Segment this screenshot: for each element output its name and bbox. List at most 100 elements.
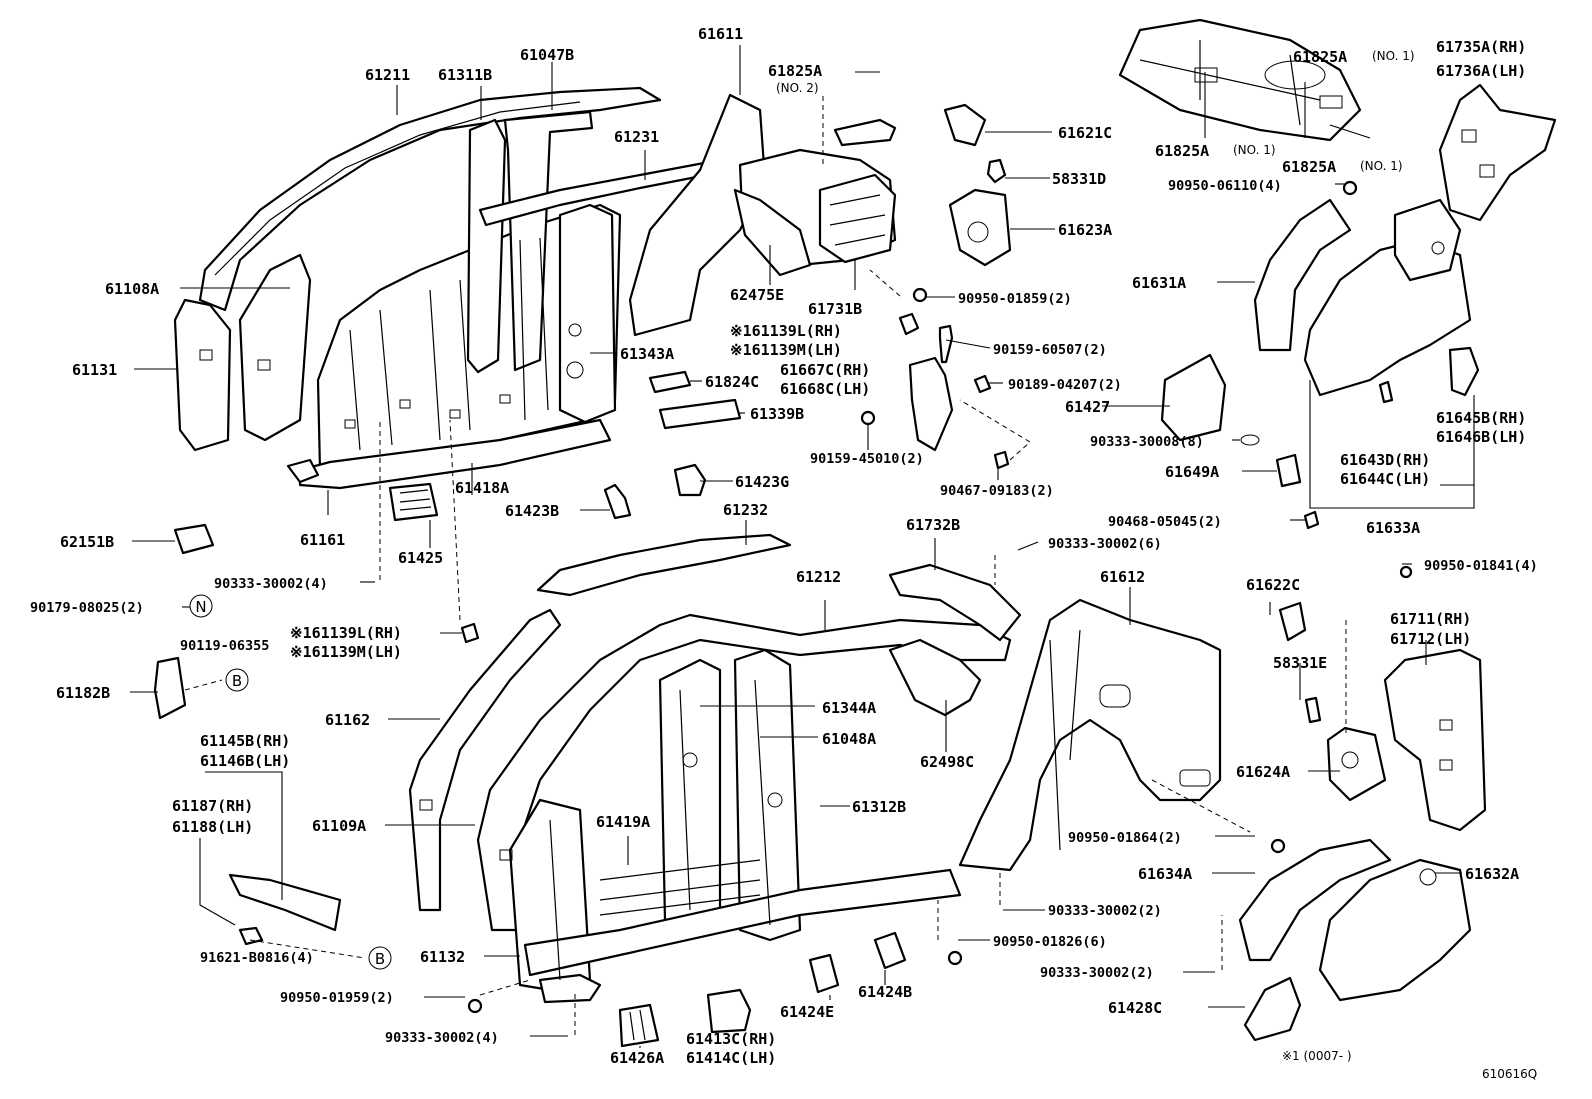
label-90333-30002-right: 90333-30002(2) [1040,965,1154,981]
label-61211: 61211 [365,66,410,84]
label-61109a: 61109A [312,817,366,835]
label-90333-30008: 90333-30008(8) [1090,434,1204,450]
label-61736a: 61736A(LH) [1436,62,1526,80]
label-61212: 61212 [796,568,841,586]
label-61423g: 61423G [735,473,789,491]
label-61667c: 61667C(RH) [780,361,870,379]
label-61825a-left-note: (NO. 1) [1233,143,1276,157]
figure-code: 610616Q [1482,1067,1537,1081]
label-61162: 61162 [325,711,370,729]
label-61182b: 61182B [56,684,110,702]
part-labels: 61211 61311B 61047B 61611 61825A (NO. 2)… [30,25,1538,1081]
label-61825a-right-note: (NO. 1) [1360,159,1403,173]
callout-b-circle-1 [225,668,249,692]
label-61712: 61712(LH) [1390,630,1471,648]
label-61419a: 61419A [596,813,650,831]
label-61612: 61612 [1100,568,1145,586]
label-58331d: 58331D [1052,170,1106,188]
label-61622c: 61622C [1246,576,1300,594]
label-61428c: 61428C [1108,999,1162,1017]
label-62498c: 62498C [920,753,974,771]
label-61426a: 61426A [610,1049,664,1067]
label-61711: 61711(RH) [1390,610,1471,628]
upper-body-side-inner [173,86,897,490]
label-61187: 61187(RH) [172,797,253,815]
label-90159-60507: 90159-60507(2) [993,342,1107,358]
label-61634a: 61634A [1138,865,1192,883]
label-61624a: 61624A [1236,763,1290,781]
callout-b-2: B [375,950,385,968]
label-61621c: 61621C [1058,124,1112,142]
label-61413c: 61413C(RH) [686,1030,776,1048]
label-61645b: 61645B(RH) [1436,409,1526,427]
label-61646b: 61646B(LH) [1436,428,1526,446]
label-61732b: 61732B [906,516,960,534]
leader-lines [130,45,1475,1048]
label-61735a: 61735A(RH) [1436,38,1526,56]
label-61611: 61611 [698,25,743,43]
label-61048a: 61048A [822,730,876,748]
label-90333-30002-bottom: 90333-30002(4) [385,1030,499,1046]
label-61825a-top-note: (NO. 1) [1372,49,1415,63]
upper-middle-components [153,103,1012,720]
part-drawings [153,18,1557,1048]
label-61231: 61231 [614,128,659,146]
label-61312b: 61312B [852,798,906,816]
label-61633a: 61633A [1366,519,1420,537]
label-61146b: 61146B(LH) [200,752,290,770]
label-61188: 61188(LH) [172,818,253,836]
label-61423b: 61423B [505,502,559,520]
label-90950-01959: 90950-01959(2) [280,990,394,1006]
label-61825a-top: 61825A [1293,48,1347,66]
label-61623a: 61623A [1058,221,1112,239]
label-58331e: 58331E [1273,654,1327,672]
label-61632a: 61632A [1465,865,1519,883]
label-90333-30002-top: 90333-30002(6) [1048,536,1162,552]
lower-body-side-outer [228,533,1487,1048]
label-90119-06355: 90119-06355 [180,638,269,654]
label-61131: 61131 [72,361,117,379]
label-62151b: 62151B [60,533,114,551]
label-90189-04207: 90189-04207(2) [1008,377,1122,393]
label-61731b: 61731B [808,300,862,318]
label-61232: 61232 [723,501,768,519]
label-90950-01841: 90950-01841(4) [1424,558,1538,574]
callout-b-circle-2 [368,946,392,970]
label-61825a-no2: 61825A [768,62,822,80]
label-61427: 61427 [1065,398,1110,416]
label-90333-30002-mid: 90333-30002(2) [1048,903,1162,919]
label-91621-b0816: 91621-B0816(4) [200,950,314,966]
label-61644c: 61644C(LH) [1340,470,1430,488]
label-61344a: 61344A [822,699,876,717]
label-61631a: 61631A [1132,274,1186,292]
label-90467-09183: 90467-09183(2) [940,483,1054,499]
label-61825a-right: 61825A [1282,158,1336,176]
label-61824c: 61824C [705,373,759,391]
label-61649a: 61649A [1165,463,1219,481]
label-61047b: 61047B [520,46,574,64]
label-90179-08025: 90179-08025(2) [30,600,144,616]
label-61311b: 61311B [438,66,492,84]
label-61132: 61132 [420,948,465,966]
label-90950-01826: 90950-01826(6) [993,934,1107,950]
label-90950-06110: 90950-06110(4) [1168,178,1282,194]
callout-n: N [195,598,206,616]
label-90333-30002-left: 90333-30002(4) [214,576,328,592]
label-61145b: 61145B(RH) [200,732,290,750]
label-90159-45010: 90159-45010(2) [810,451,924,467]
label-161139l-lower: ※161139L(RH) [290,624,402,642]
footnote: ※1 (0007- ) [1282,1049,1352,1063]
label-161139m-upper: ※161139M(LH) [730,341,842,359]
callout-b-1: B [232,672,242,690]
label-61424e: 61424E [780,1003,834,1021]
label-61668c: 61668C(LH) [780,380,870,398]
label-61108a: 61108A [105,280,159,298]
label-61825a-left: 61825A [1155,142,1209,160]
label-90950-01859: 90950-01859(2) [958,291,1072,307]
label-61418a: 61418A [455,479,509,497]
callout-n-circle [189,594,213,618]
label-61425: 61425 [398,549,443,567]
upper-right-rear-panel [1118,18,1557,530]
label-90950-01864: 90950-01864(2) [1068,830,1182,846]
